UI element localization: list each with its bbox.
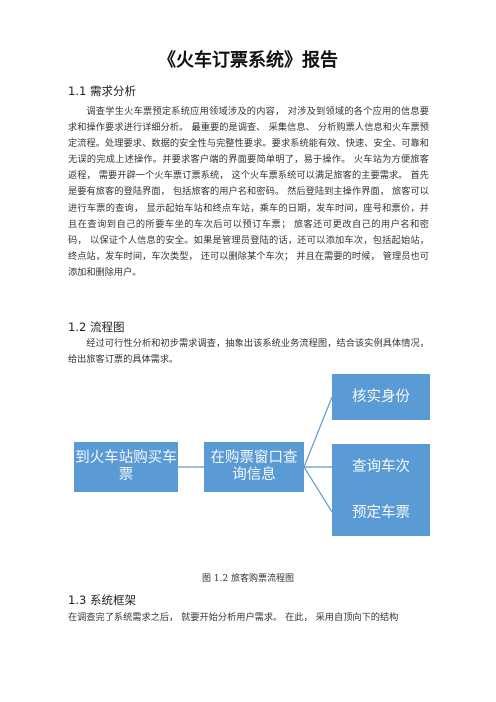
section-heading-framework: 1.3 系统框架 (68, 593, 136, 607)
flow-node-buy-ticket: 到火车站购买车票 (74, 442, 178, 492)
flow-node-verify-identity: 核实身份 (332, 374, 430, 420)
flowchart-connectors (178, 396, 333, 513)
section-heading-requirements: 1.1 需求分析 (68, 84, 136, 98)
requirements-paragraph: 调查学生火车票预定系统应用领域涉及的内容， 对涉及到领域的各个应用的信息要求和操… (68, 106, 429, 278)
flowchart-intro-paragraph: 经过可行性分析和初步需求调查，抽象出该系统业务流程图，结合该实例具体情况，给出旅… (68, 338, 429, 366)
framework-paragraph: 在调查完了系统需求之后， 就要开始分析用户需求。 在此， 采用自顶向下的结构 (68, 612, 399, 623)
figure-caption: 图 1.2 旅客购票流程图 (201, 574, 295, 584)
flow-node-query-window: 在购票窗口查询信息 (204, 442, 304, 492)
connector-mid-to-branch-3 (303, 466, 333, 513)
flow-node-reserve-ticket: 预定车票 (332, 490, 430, 536)
section-heading-flowchart: 1.2 流程图 (68, 320, 125, 334)
flow-node-query-train: 查询车次 (332, 444, 430, 490)
document-title: 《火车订票系统》报告 (158, 50, 338, 71)
purchase-flowchart: 到火车站购买车票 在购票窗口查询信息 核实身份 查询车次 预定车票 (68, 362, 440, 562)
connector-mid-to-branch-1 (303, 396, 333, 468)
